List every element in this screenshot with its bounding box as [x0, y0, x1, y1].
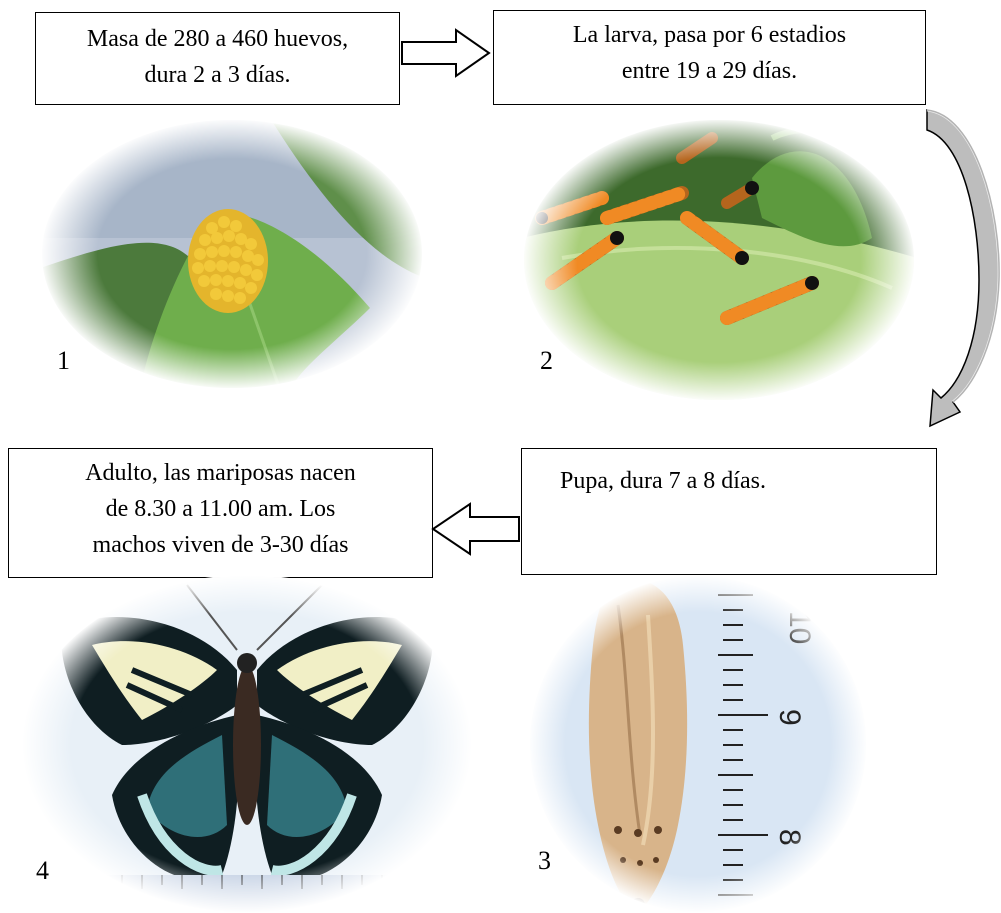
stage-4-number: 4 [36, 856, 49, 886]
stage-3-number: 3 [538, 846, 551, 876]
caterpillars-photo [522, 118, 917, 403]
stage-4-text-line-1: Adulto, las mariposas nacen [9, 455, 432, 491]
stage-1-text-line-1: Masa de 280 a 460 huevos, [36, 21, 399, 57]
arrow-right-stage-1-to-2 [400, 28, 492, 78]
stage-4-text-line-3: machos viven de 3-30 días [9, 527, 432, 563]
stage-1-number: 1 [57, 346, 70, 376]
egg-mass-photo [40, 118, 425, 390]
stage-2-text-line-2: entre 19 a 29 días. [494, 53, 925, 89]
arrow-left-stage-3-to-4 [430, 502, 522, 556]
stage-2-text-line-1: La larva, pasa por 6 estadios [494, 17, 925, 53]
stage-1-text-box: Masa de 280 a 460 huevos, dura 2 a 3 día… [35, 12, 400, 105]
stage-4-text-line-2: de 8.30 a 11.00 am. Los [9, 491, 432, 527]
stage-2-text-box: La larva, pasa por 6 estadios entre 19 a… [493, 10, 926, 105]
stage-2-number: 2 [540, 346, 553, 376]
curved-arrow-stage-2-to-3 [915, 100, 1001, 435]
butterfly-photo [22, 575, 472, 913]
stage-3-text-box: Pupa, dura 7 a 8 días. [521, 448, 937, 575]
stage-4-text-box: Adulto, las mariposas nacen de 8.30 a 11… [8, 448, 433, 578]
stage-1-text-line-2: dura 2 a 3 días. [36, 57, 399, 93]
pupa-photo: 10 9 8 [528, 575, 868, 913]
stage-3-text-line-1: Pupa, dura 7 a 8 días. [560, 463, 936, 499]
